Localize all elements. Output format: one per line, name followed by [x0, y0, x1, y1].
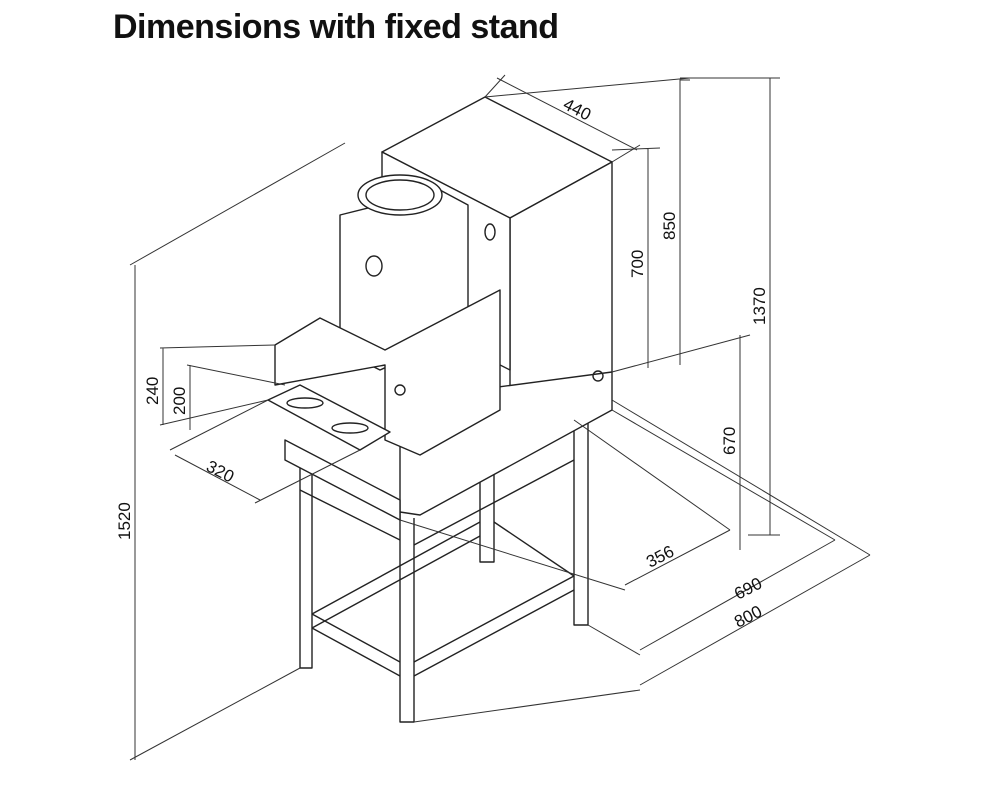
dim-700: 700 [628, 250, 647, 278]
dim-1520: 1520 [115, 502, 134, 540]
stand [299, 414, 589, 723]
dim-800: 800 [731, 602, 765, 632]
dim-440: 440 [560, 95, 594, 125]
dim-320: 320 [203, 457, 237, 487]
dim-240: 240 [143, 377, 162, 405]
dim-850: 850 [660, 212, 679, 240]
dim-356: 356 [643, 542, 677, 572]
dim-670: 670 [720, 427, 739, 455]
dim-1370: 1370 [750, 287, 769, 325]
dim-690: 690 [731, 574, 765, 604]
machine-body [267, 96, 613, 521]
dimension-lines [129, 74, 871, 761]
page-title: Dimensions with fixed stand [113, 8, 559, 46]
dim-200: 200 [170, 387, 189, 415]
